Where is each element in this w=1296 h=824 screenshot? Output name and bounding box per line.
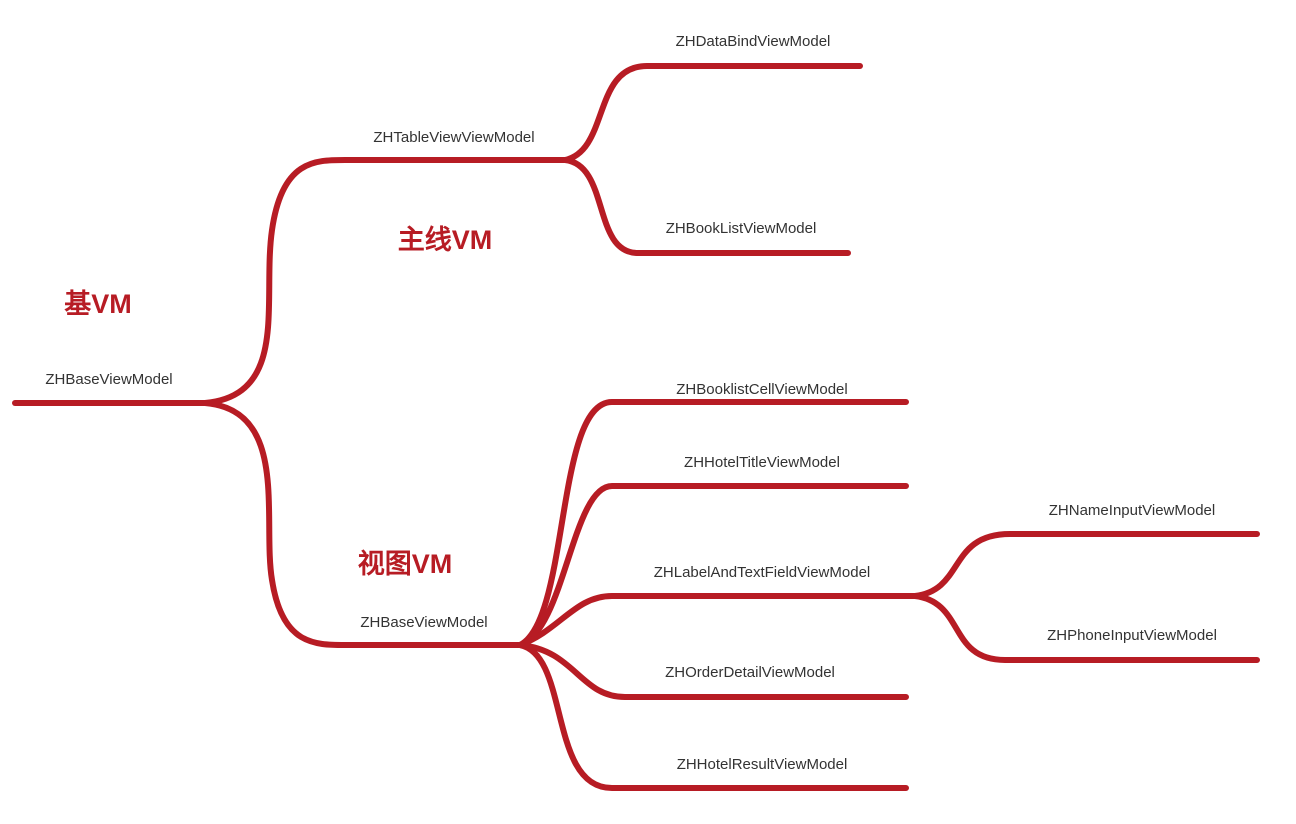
node-hotel-result-vm: ZHHotelResultViewModel: [676, 756, 848, 773]
node-booklist-vm: ZHBookListViewModel: [665, 220, 817, 237]
branch-view-to-order-detail: [517, 642, 909, 700]
node-databind-vm: ZHDataBindViewModel: [675, 33, 831, 50]
branch-root-to-view: [202, 400, 523, 648]
branch-root-to-table: [202, 157, 568, 406]
group-label-base: 基VM: [64, 289, 132, 319]
node-view-base-vm: ZHBaseViewModel: [360, 614, 488, 631]
branch-lines: [12, 62, 1260, 791]
node-hotel-title-vm: ZHHotelTitleViewModel: [684, 454, 840, 471]
node-table-vm: ZHTableViewViewModel: [373, 129, 535, 146]
node-name-input-vm: ZHNameInputViewModel: [1048, 502, 1216, 519]
branch-table-to-databind: [562, 62, 863, 163]
branch-view-to-hotel-result: [517, 642, 909, 791]
branch-view-to-booklist-cell: [517, 399, 909, 648]
node-label-textfield-vm: ZHLabelAndTextFieldViewModel: [653, 564, 871, 581]
branch-table-to-booklist: [562, 157, 851, 256]
branch-view-to-hotel-title: [517, 483, 909, 648]
group-label-view: 视图VM: [357, 549, 453, 579]
node-root: ZHBaseViewModel: [45, 371, 173, 388]
branch-label-to-name-input: [912, 531, 1260, 599]
branch-label-to-phone-input: [912, 593, 1260, 663]
node-booklist-cell-vm: ZHBooklistCellViewModel: [676, 381, 848, 398]
node-order-detail-vm: ZHOrderDetailViewModel: [665, 664, 835, 681]
group-label-main: 主线VM: [397, 225, 493, 255]
node-phone-input-vm: ZHPhoneInputViewModel: [1047, 627, 1217, 644]
branch-view-to-label-textfield: [517, 593, 918, 648]
